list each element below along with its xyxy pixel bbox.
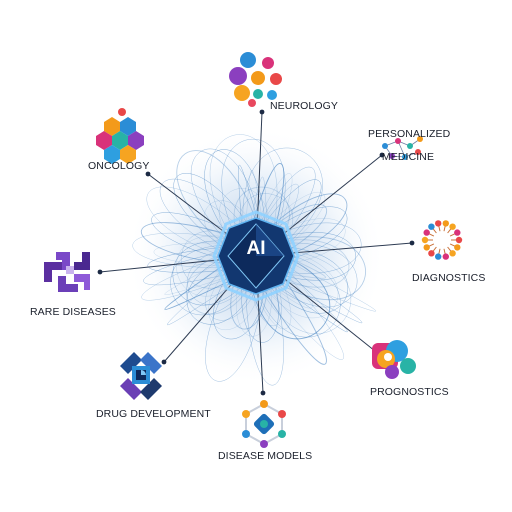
dna-bead <box>442 220 449 227</box>
dna-rung <box>432 228 437 234</box>
filament-loop <box>258 166 316 242</box>
dna-bead <box>435 253 442 260</box>
label-prognostics: PROGNOSTICS <box>370 386 449 398</box>
label-diagnostics: DIAGNOSTICS <box>412 272 486 284</box>
filament-loop <box>164 262 236 310</box>
dna-rung <box>438 248 441 254</box>
filament-loop <box>261 272 327 365</box>
dna-rung <box>447 246 452 252</box>
dna-rung <box>449 243 455 247</box>
colorful-bubbles-icon <box>229 52 282 107</box>
dna-bead <box>454 229 461 236</box>
filament-loop <box>272 267 348 333</box>
dna-rung <box>429 233 435 237</box>
label-oncology: ONCOLOGY <box>88 160 150 172</box>
dot-rare-diseases <box>97 269 103 275</box>
dot-diagnostics <box>409 240 415 246</box>
dot-disease-models <box>260 390 266 396</box>
filament-loop <box>269 203 328 253</box>
filament-loop <box>242 147 323 247</box>
label-rare-diseases: RARE DISEASES <box>30 306 116 318</box>
dna-ring-icon <box>421 220 463 260</box>
dna-bead <box>455 236 463 244</box>
dna-rung <box>432 246 437 252</box>
filament-loop <box>208 268 262 330</box>
filament-loop <box>273 236 366 301</box>
connector-dots <box>97 109 415 396</box>
dna-bead <box>454 244 461 251</box>
filament-loop <box>268 193 348 257</box>
molecular-network-icon <box>382 136 423 160</box>
filament-loop <box>238 164 260 230</box>
filament-loop <box>275 218 346 265</box>
filament-loop <box>164 258 234 295</box>
overlapping-circles-icon <box>372 340 416 379</box>
filament-loop <box>276 239 350 288</box>
filament-loop <box>255 173 293 235</box>
dot-personalized-medicine <box>379 152 385 158</box>
filament-loop <box>262 179 322 245</box>
filament-loop <box>205 275 265 382</box>
hub-outer-ring <box>212 210 300 302</box>
dna-bead <box>428 223 435 230</box>
hexagon-molecule-icon <box>242 400 286 448</box>
dna-rung <box>429 243 435 247</box>
dna-rung <box>449 233 455 237</box>
pill-frame-icon <box>120 352 162 400</box>
dna-bead <box>435 220 442 227</box>
dna-bead <box>423 229 430 236</box>
dot-oncology <box>145 171 151 177</box>
label-drug-development: DRUG DEVELOPMENT <box>96 408 211 420</box>
dna-bead <box>428 250 435 257</box>
label-personalized-line1: PERSONALIZED <box>368 128 451 140</box>
interlocking-shapes-icon <box>44 252 90 292</box>
filament-loop <box>173 173 250 250</box>
filament-loop <box>147 246 230 273</box>
dna-bead <box>449 250 456 257</box>
filament-loop <box>209 134 278 238</box>
filament-loop <box>140 222 234 265</box>
filament-loop <box>185 252 252 315</box>
dna-rung <box>447 228 452 234</box>
dot-drug-development <box>161 359 167 365</box>
ai-hub <box>204 204 308 308</box>
filament-loop <box>265 269 345 360</box>
dna-rung <box>443 226 446 232</box>
dna-rung <box>443 248 446 254</box>
dna-bead <box>442 253 449 260</box>
label-neurology: NEUROLOGY <box>270 100 338 112</box>
filament-loop <box>132 232 231 268</box>
hub-facet <box>256 224 284 256</box>
dot-neurology <box>259 109 265 115</box>
dna-rung <box>438 226 441 232</box>
dna-bead <box>423 244 430 251</box>
label-personalized-line2: MEDICINE <box>381 151 435 163</box>
hub-label: AI <box>246 238 266 259</box>
label-personalized-medicine: PERSONALIZED MEDICINE <box>368 128 451 164</box>
filament-loop <box>176 150 259 248</box>
filament-loop <box>241 279 279 343</box>
filament-loop <box>250 256 331 340</box>
label-disease-models: DISEASE MODELS <box>218 450 313 462</box>
dna-bead <box>421 236 429 244</box>
hexagon-cluster-icon <box>96 108 144 164</box>
dna-bead <box>449 223 456 230</box>
